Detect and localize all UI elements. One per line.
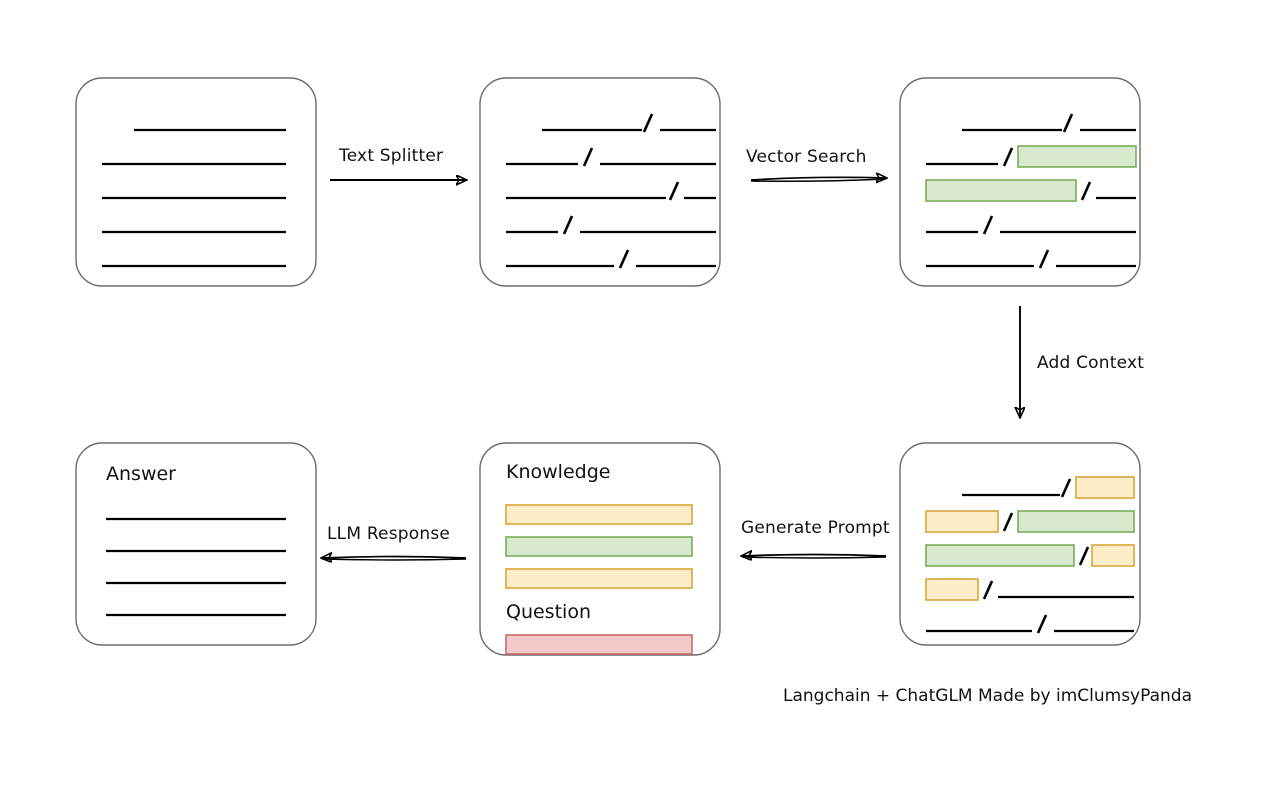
slash-separator <box>982 215 994 235</box>
highlight-green-bar <box>925 179 1077 202</box>
knowledge-bar-green <box>505 536 693 557</box>
answer-box-title: Answer <box>106 463 176 485</box>
slash-separator <box>1060 478 1072 498</box>
slash-separator <box>1002 147 1014 167</box>
slash-separator <box>618 249 630 269</box>
arrow-line-shadow <box>321 558 467 561</box>
highlight-yellow-bar <box>1075 476 1135 499</box>
arrow-add-context-label: Add Context <box>1037 353 1145 373</box>
slash-separator <box>1062 113 1074 133</box>
slash-separator <box>642 113 654 133</box>
slash-separator <box>562 215 574 235</box>
split-chunks-box <box>479 77 721 287</box>
arrow-line <box>750 177 886 180</box>
highlight-yellow-bar <box>1091 544 1135 567</box>
knowledge-bar-yellow <box>505 504 693 525</box>
arrow-generate-prompt-label: Generate Prompt <box>741 518 890 538</box>
slash-separator <box>1002 512 1014 532</box>
slash-separator <box>1036 614 1048 634</box>
context-chunks-box <box>899 442 1141 646</box>
arrow-llm-response <box>321 557 467 561</box>
answer-box <box>75 442 317 646</box>
arrow-llm-response-label: LLM Response <box>327 524 451 544</box>
slash-separator <box>1078 546 1090 566</box>
arrow-vector-search <box>750 177 887 182</box>
highlight-yellow-bar <box>925 510 999 533</box>
slash-separator <box>582 147 594 167</box>
slash-separator <box>982 580 994 600</box>
highlight-green-bar <box>925 544 1075 567</box>
question-bar <box>505 634 693 655</box>
source-document-box <box>75 77 317 287</box>
highlight-green-bar <box>1017 145 1137 168</box>
arrow-line-shadow <box>741 556 887 559</box>
slash-separator <box>1038 249 1050 269</box>
knowledge-label: Knowledge <box>506 461 611 483</box>
arrow-line-shadow <box>750 178 887 182</box>
footer-credit: Langchain + ChatGLM Made by imClumsyPand… <box>783 686 1192 706</box>
arrow-generate-prompt <box>741 555 887 559</box>
slash-separator <box>668 181 680 201</box>
arrow-line <box>742 555 887 557</box>
arrow-text-splitter-label: Text Splitter <box>339 146 444 166</box>
highlight-yellow-bar <box>925 578 979 601</box>
arrow-line <box>322 557 467 559</box>
question-label: Question <box>506 601 591 623</box>
slash-separator <box>1080 181 1092 201</box>
highlight-green-bar <box>1017 510 1135 533</box>
knowledge-bar-yellow <box>505 568 693 589</box>
arrow-vector-search-label: Vector Search <box>746 147 867 167</box>
